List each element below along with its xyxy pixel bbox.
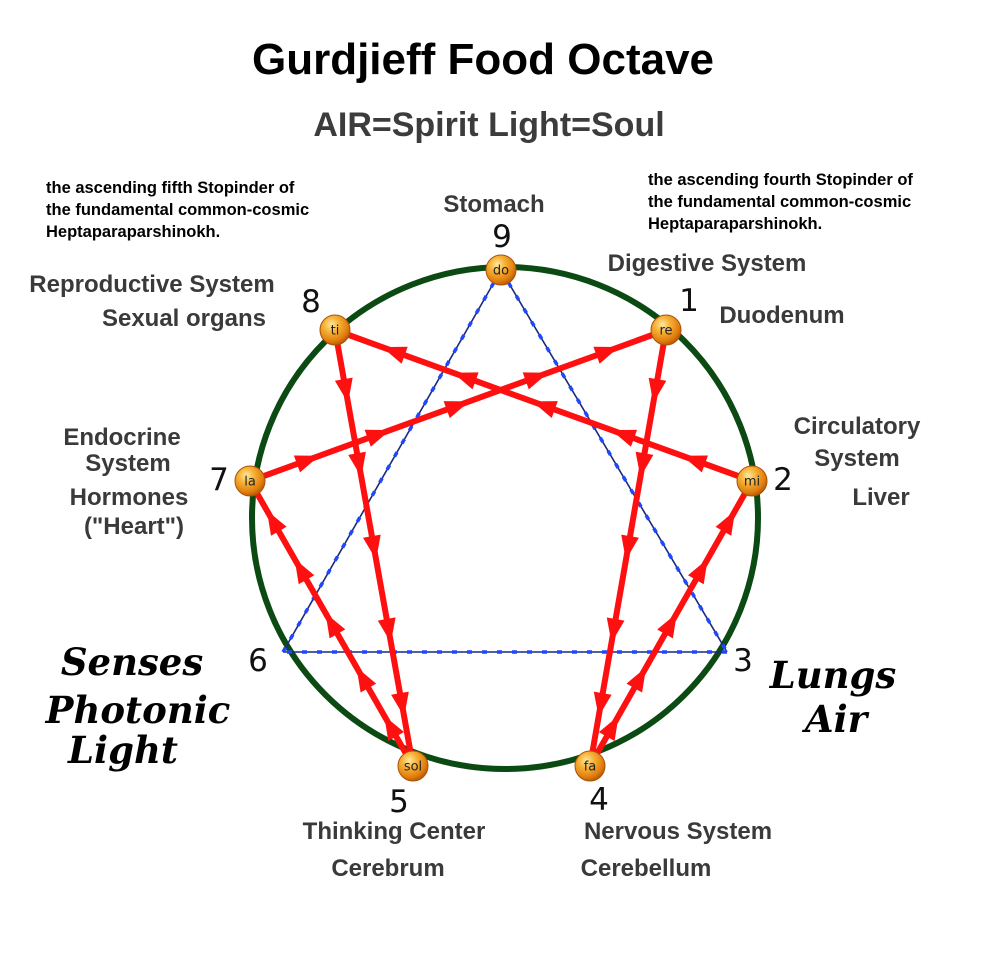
node-do-ball xyxy=(485,254,517,286)
label-hormones: Hormones xyxy=(70,484,189,511)
arrowhead-7-1-4 xyxy=(522,372,549,390)
triangle-edge-6-9 xyxy=(282,269,502,653)
label-liver: Liver xyxy=(852,484,909,511)
svg-text:the fundamental common-cosmic: the fundamental common-cosmic xyxy=(46,201,309,219)
point-number-3: 3 xyxy=(733,643,753,679)
arrowhead-4-2-1 xyxy=(598,715,619,741)
node-mi: mi xyxy=(736,465,768,497)
node-sol: sol xyxy=(397,750,429,782)
node-la-label: la xyxy=(244,475,256,490)
node-re: re xyxy=(650,314,682,346)
label-reproductive-system: Reproductive System xyxy=(29,271,274,298)
arrowhead-2-8-4 xyxy=(453,372,479,390)
arrowhead-2-8-1 xyxy=(682,455,708,473)
node-sol-ball xyxy=(397,750,429,782)
arrowhead-5-7-2 xyxy=(356,667,377,693)
arrowhead-7-1-1 xyxy=(293,455,320,473)
arrowhead-1-4-4 xyxy=(606,617,625,643)
arrowhead-5-7-3 xyxy=(325,613,346,639)
label-cerebrum: Cerebrum xyxy=(331,855,444,882)
label-lungs: Lungs xyxy=(769,653,897,697)
point-number-5: 5 xyxy=(389,784,409,820)
label-circulatory: Circulatory xyxy=(794,413,921,440)
diagram-title: Gurdjieff Food Octave xyxy=(252,35,714,84)
point-number-7: 7 xyxy=(209,462,229,498)
arrowhead-4-2-3 xyxy=(657,613,677,639)
point-number-4: 4 xyxy=(589,782,609,818)
arrowhead-2-8-3 xyxy=(532,401,558,418)
node-ti: ti xyxy=(319,314,351,346)
point-number-8: 8 xyxy=(301,284,321,320)
node-la-ball xyxy=(234,465,266,497)
point-numbers: 9 1 2 3 4 5 6 7 8 xyxy=(209,219,793,820)
label-sexual-organs: Sexual organs xyxy=(102,305,266,332)
label-heart: ("Heart") xyxy=(84,513,184,540)
label-air: Air xyxy=(802,697,870,741)
label-duodenum: Duodenum xyxy=(719,302,844,329)
arrowhead-1-4-5 xyxy=(593,691,612,717)
label-circulatory-system: System xyxy=(814,445,899,472)
diagram-subtitle: AIR=Spirit Light=Soul xyxy=(313,106,664,144)
node-mi-label: mi xyxy=(744,475,760,490)
label-cerebellum: Cerebellum xyxy=(581,855,712,882)
svg-text:the fundamental common-cosmic: the fundamental common-cosmic xyxy=(648,193,911,211)
arrowhead-7-1-3 xyxy=(443,401,470,419)
node-ti-ball xyxy=(319,314,351,346)
point-number-1: 1 xyxy=(679,283,699,319)
arrowhead-1-4-1 xyxy=(648,377,667,403)
note-right: the ascending fourth Stopinder of the fu… xyxy=(648,171,913,233)
node-do-label: do xyxy=(493,264,509,279)
arrowhead-5-7-4 xyxy=(294,558,315,585)
label-light: Light xyxy=(67,728,178,772)
label-stomach: Stomach xyxy=(443,191,544,218)
label-digestive-system: Digestive System xyxy=(608,250,807,277)
label-senses: Senses xyxy=(61,640,204,684)
svg-text:the ascending fifth Stopinder: the ascending fifth Stopinder of xyxy=(46,179,295,197)
node-ti-label: ti xyxy=(331,324,340,339)
svg-text:Heptaparaparshinokh.: Heptaparaparshinokh. xyxy=(46,223,220,241)
point-number-2: 2 xyxy=(773,462,793,498)
arrowhead-2-8-5 xyxy=(382,346,408,364)
label-endocrine: Endocrine xyxy=(63,424,180,451)
node-re-label: re xyxy=(659,324,672,339)
arrowhead-1-4-3 xyxy=(621,534,639,560)
arrowhead-8-5-2 xyxy=(348,451,366,477)
arrowhead-7-1-5 xyxy=(593,346,619,364)
arrowhead-4-2-2 xyxy=(626,667,647,693)
arrowhead-8-5-1 xyxy=(334,377,353,403)
point-number-9: 9 xyxy=(492,219,512,255)
arrowhead-5-7-5 xyxy=(266,510,287,536)
arrowhead-2-8-2 xyxy=(611,429,638,447)
note-nodes: do re mi fa sol la ti xyxy=(234,254,768,782)
note-left: the ascending fifth Stopinder of the fun… xyxy=(46,179,309,241)
svg-text:Heptaparaparshinokh.: Heptaparaparshinokh. xyxy=(648,215,822,233)
point-number-6: 6 xyxy=(248,643,268,679)
arrowhead-8-5-5 xyxy=(391,691,409,717)
node-sol-label: sol xyxy=(404,760,422,775)
arrowhead-4-2-4 xyxy=(688,558,708,585)
node-mi-ball xyxy=(736,465,768,497)
node-fa-label: fa xyxy=(584,760,597,775)
arrowhead-7-1-2 xyxy=(364,429,391,447)
svg-text:the ascending fourth Stopinder: the ascending fourth Stopinder of xyxy=(648,171,913,189)
node-fa: fa xyxy=(574,750,606,782)
arrowhead-5-7-1 xyxy=(384,715,404,741)
node-la: la xyxy=(234,465,266,497)
node-do: do xyxy=(485,254,517,286)
arrowhead-8-5-4 xyxy=(377,617,396,643)
label-photonic: Photonic xyxy=(45,688,231,732)
label-endocrine-system: System xyxy=(85,450,170,477)
arrowhead-4-2-5 xyxy=(715,510,736,536)
node-fa-ball xyxy=(574,750,606,782)
arrowhead-1-4-2 xyxy=(635,451,654,477)
label-thinking-center: Thinking Center xyxy=(303,818,486,845)
hexad-arrows xyxy=(247,327,755,769)
label-nervous-system: Nervous System xyxy=(584,818,772,845)
node-re-ball xyxy=(650,314,682,346)
arrowhead-8-5-3 xyxy=(363,534,381,560)
